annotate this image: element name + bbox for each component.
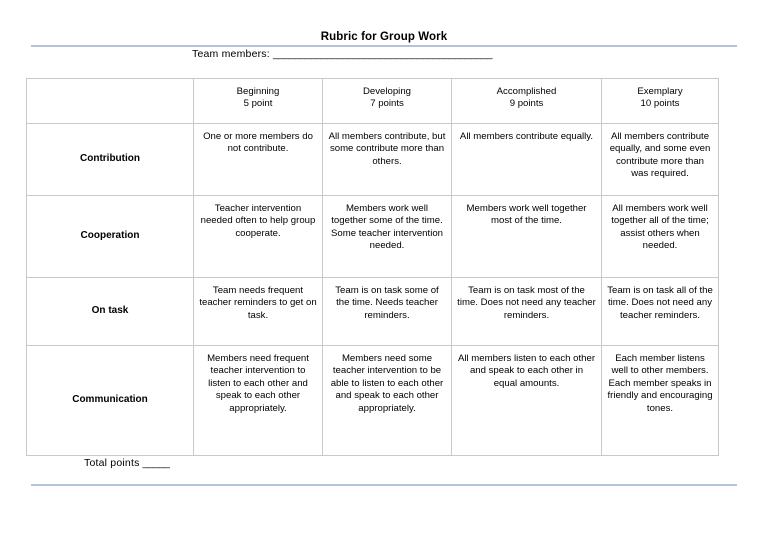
header-label-accomplished: Accomplished bbox=[496, 86, 557, 97]
cell-communication-accomplished: All members listen to each other and spe… bbox=[451, 345, 602, 456]
header-points-developing: 7 points bbox=[370, 98, 404, 110]
total-points-blank: _____ bbox=[142, 457, 170, 469]
cell-contribution-accomplished: All members contribute equally. bbox=[451, 123, 602, 196]
table-row: Contribution One or more members do not … bbox=[26, 123, 719, 196]
cell-on-task-accomplished: Team is on task most of the time. Does n… bbox=[451, 277, 602, 346]
page-title: Rubric for Group Work bbox=[320, 31, 448, 43]
cell-contribution-exemplary: All members contribute equally, and some… bbox=[601, 123, 719, 196]
header-label-developing: Developing bbox=[362, 86, 411, 97]
cell-communication-exemplary: Each member listens well to other member… bbox=[601, 345, 719, 456]
table-row: On task Team needs frequent teacher remi… bbox=[26, 277, 719, 346]
header-points-accomplished: 9 points bbox=[509, 98, 544, 110]
cell-cooperation-beginning: Teacher intervention needed often to hel… bbox=[193, 195, 323, 278]
cell-cooperation-exemplary: All members work well together all of th… bbox=[601, 195, 719, 278]
header-cell-criteria bbox=[26, 78, 194, 124]
header-points-exemplary: 10 points bbox=[640, 98, 680, 110]
footer-divider-rule bbox=[31, 484, 737, 486]
table-header-row: Beginning 5 point Developing 7 points Ac… bbox=[26, 78, 719, 124]
team-members-field[interactable]: Team members: __________________________… bbox=[192, 47, 492, 61]
total-points-field[interactable]: Total points _____ bbox=[84, 456, 170, 470]
team-members-label: Team members: bbox=[192, 48, 270, 60]
cell-on-task-beginning: Team needs frequent teacher reminders to… bbox=[193, 277, 323, 346]
cell-contribution-developing: All members contribute, but some contrib… bbox=[322, 123, 452, 196]
header-divider-rule bbox=[31, 45, 737, 47]
header-label-exemplary: Exemplary bbox=[637, 86, 683, 97]
cell-cooperation-developing: Members work well together some of the t… bbox=[322, 195, 452, 278]
header-label-beginning: Beginning bbox=[236, 86, 280, 97]
cell-contribution-beginning: One or more members do not contribute. bbox=[193, 123, 323, 196]
header-cell-beginning: Beginning 5 point bbox=[193, 78, 323, 124]
cell-communication-developing: Members need some teacher intervention t… bbox=[322, 345, 452, 456]
team-members-blank: ________________________________________… bbox=[273, 48, 492, 60]
total-points-label: Total points bbox=[84, 457, 140, 469]
rubric-table: Beginning 5 point Developing 7 points Ac… bbox=[26, 78, 719, 456]
header-cell-exemplary: Exemplary 10 points bbox=[601, 78, 719, 124]
cell-on-task-exemplary: Team is on task all of the time. Does no… bbox=[601, 277, 719, 346]
criteria-label-communication: Communication bbox=[26, 345, 194, 456]
header-cell-accomplished: Accomplished 9 points bbox=[451, 78, 602, 124]
header-points-beginning: 5 point bbox=[243, 98, 273, 110]
header-cell-developing: Developing 7 points bbox=[322, 78, 452, 124]
criteria-label-on-task: On task bbox=[26, 277, 194, 346]
cell-on-task-developing: Team is on task some of the time. Needs … bbox=[322, 277, 452, 346]
criteria-label-cooperation: Cooperation bbox=[26, 195, 194, 278]
cell-cooperation-accomplished: Members work well together most of the t… bbox=[451, 195, 602, 278]
table-row: Cooperation Teacher intervention needed … bbox=[26, 195, 719, 278]
cell-communication-beginning: Members need frequent teacher interventi… bbox=[193, 345, 323, 456]
table-row: Communication Members need frequent teac… bbox=[26, 345, 719, 456]
criteria-label-contribution: Contribution bbox=[26, 123, 194, 196]
